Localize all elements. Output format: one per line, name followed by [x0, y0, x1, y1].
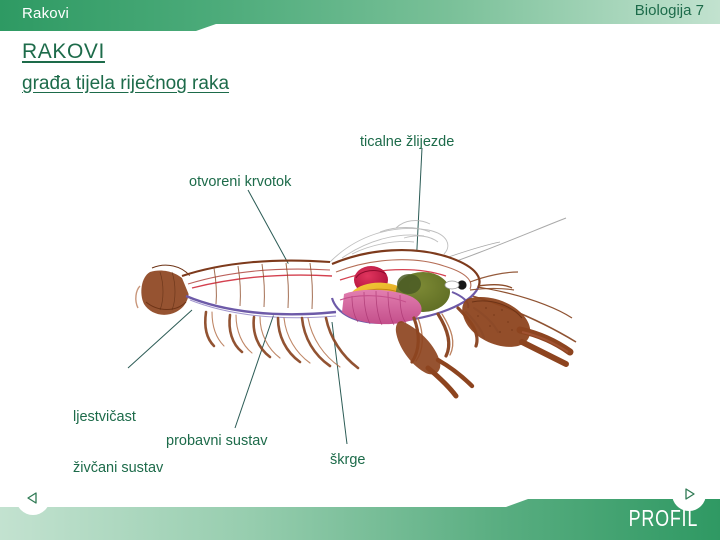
crayfish-illustration [135, 217, 577, 399]
tail-fan [135, 264, 191, 315]
page-title: RAKOVI [22, 40, 105, 63]
label-ticalne-zlijezde: ticalne žlijezde [360, 134, 455, 150]
label-otvoreni-krvotok: otvoreni krvotok [189, 174, 292, 190]
header-subject-label: Biologija 7 [634, 2, 704, 19]
footer-band [0, 480, 720, 540]
label-line-2: živčani sustav [73, 460, 164, 476]
label-line-1: ljestvičast [73, 409, 136, 425]
label-ljestvicast-zivcani-sustav: ljestvičast živčani sustav [73, 375, 163, 511]
label-probavni-sustav: probavni sustav [166, 433, 268, 449]
cheliped-secondary [395, 321, 475, 399]
triangle-right-icon [685, 488, 695, 500]
header-topic-label: Rakovi [22, 5, 70, 22]
prev-slide-button[interactable] [16, 481, 50, 515]
cheliped [462, 296, 574, 367]
triangle-left-icon [27, 492, 37, 504]
header-band [0, 0, 720, 32]
next-slide-button[interactable] [672, 477, 706, 511]
page-subtitle: građa tijela riječnog raka [22, 73, 230, 94]
leader-lines [127, 147, 423, 445]
label-skrge: škrge [330, 452, 366, 468]
